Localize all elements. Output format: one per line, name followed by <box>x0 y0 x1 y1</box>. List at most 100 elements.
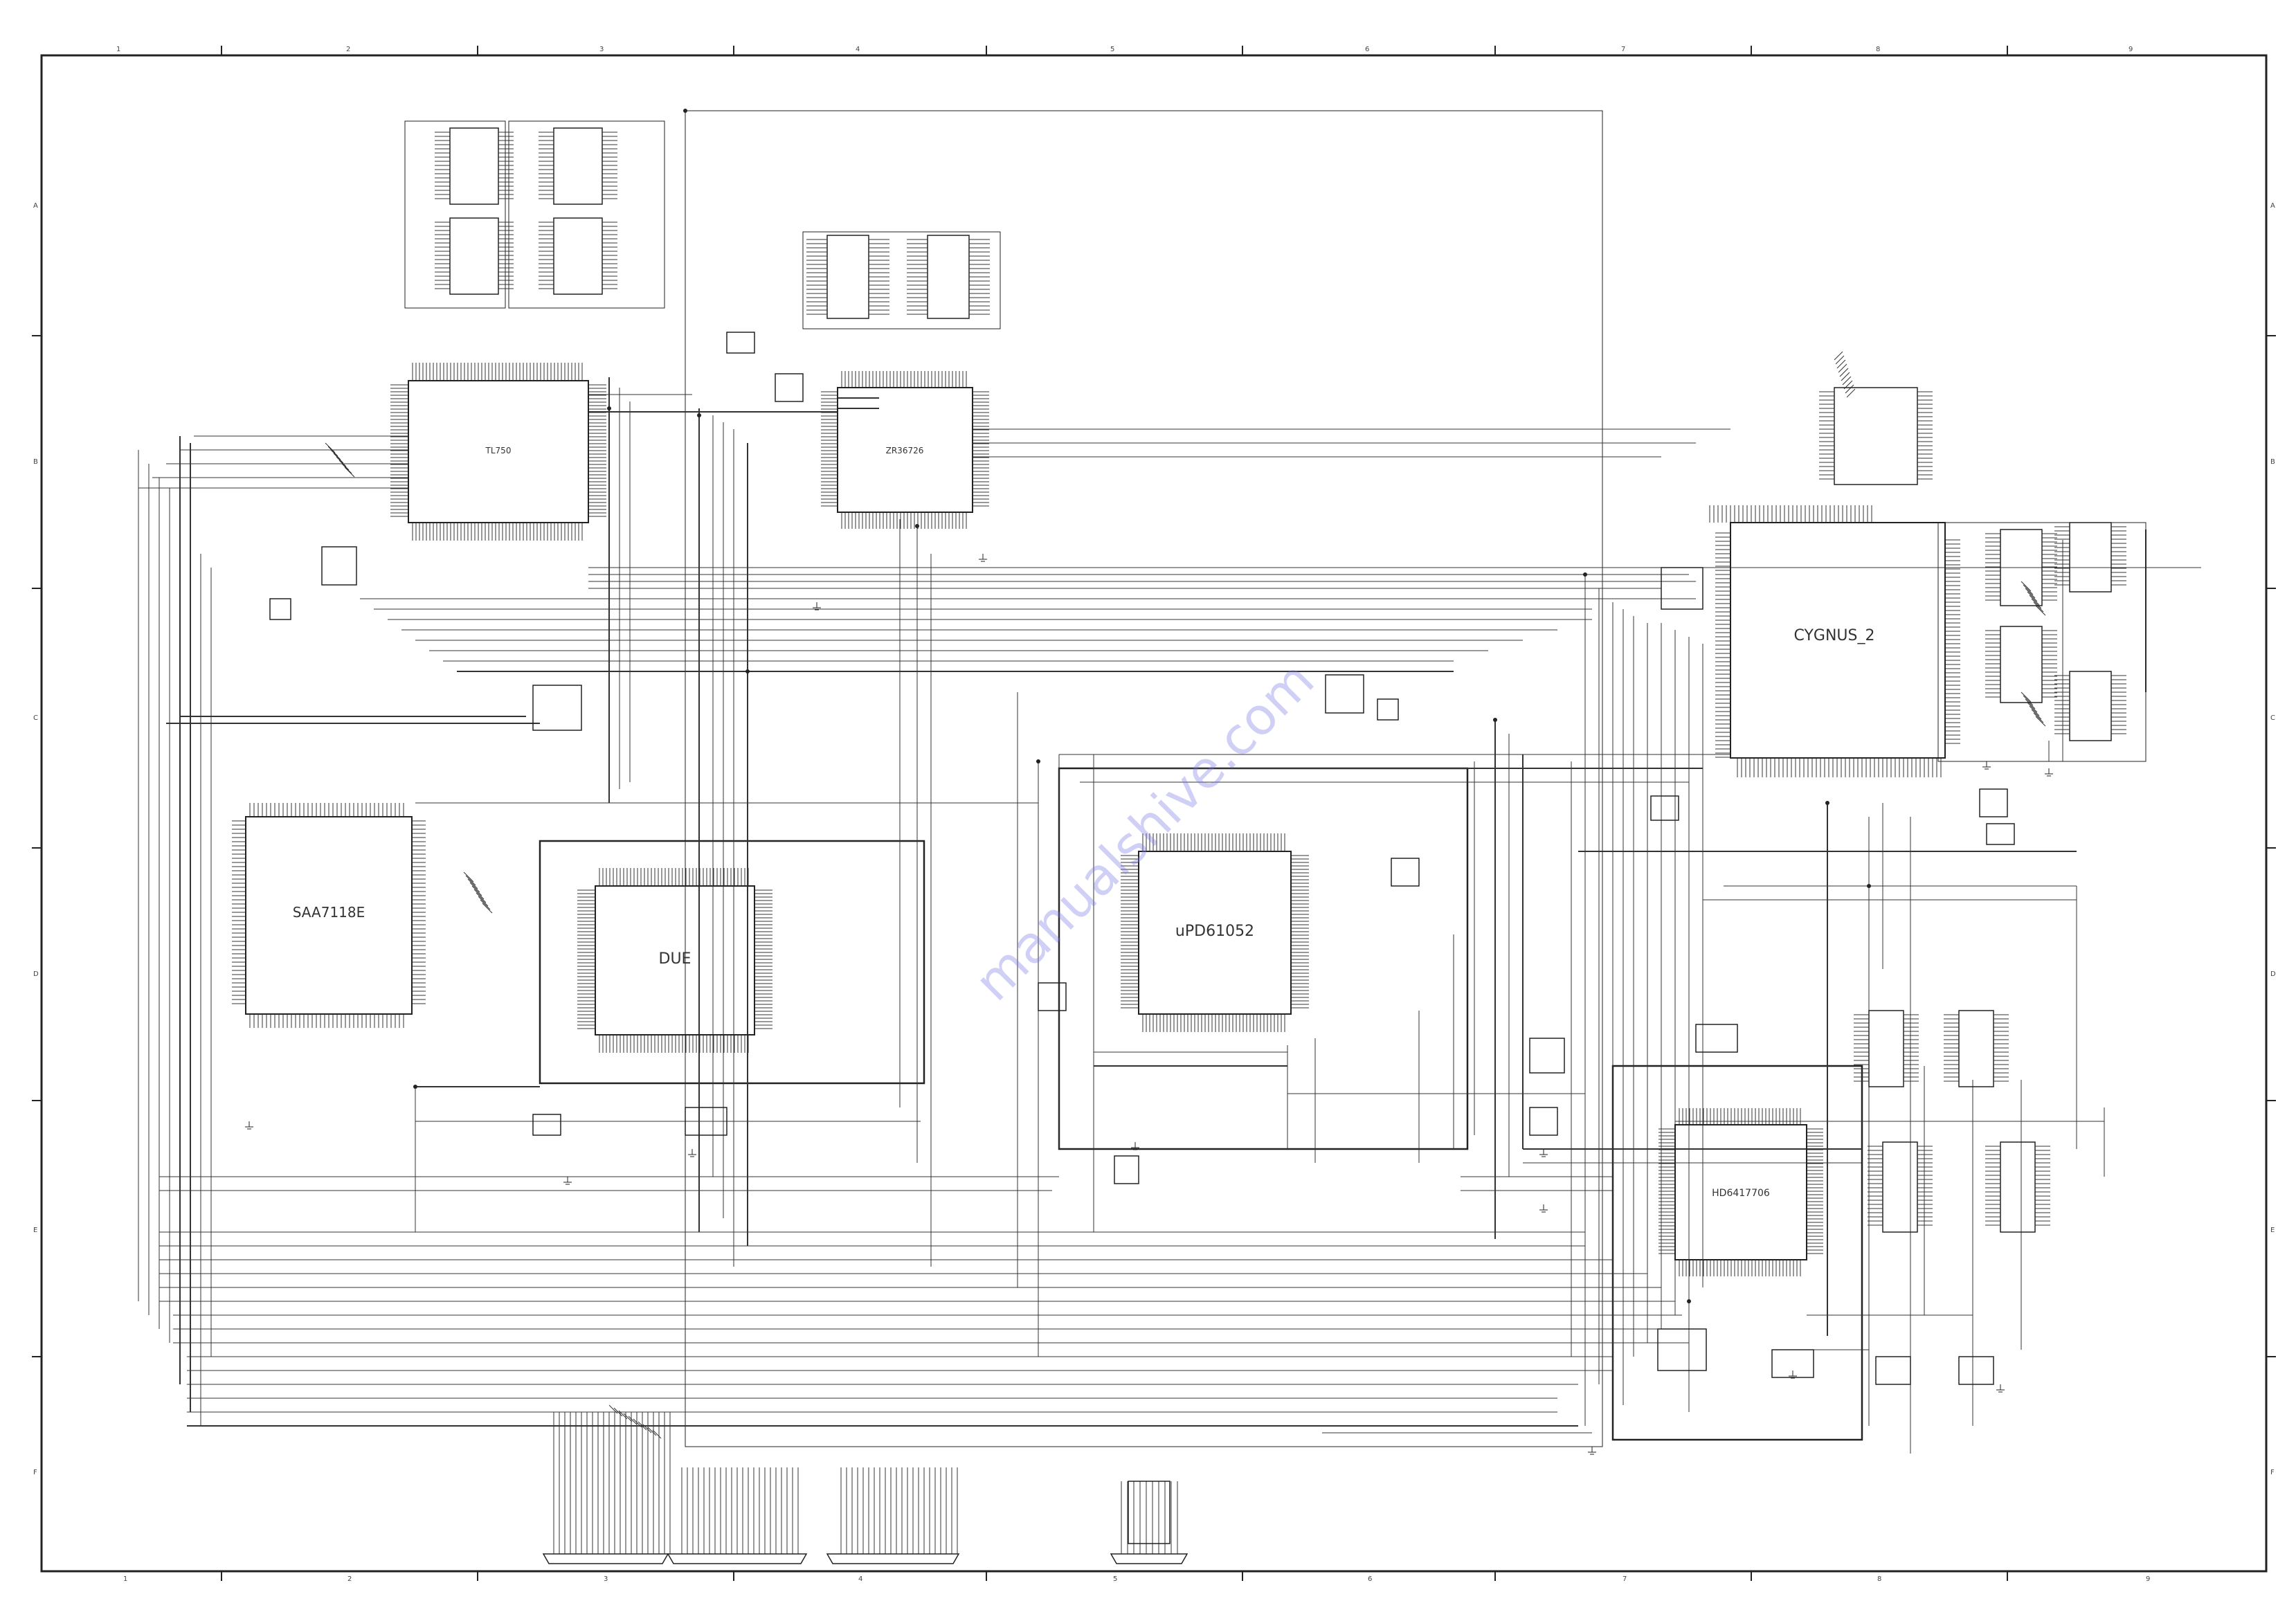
small-ic <box>1128 1481 1170 1544</box>
wire <box>469 882 480 893</box>
junction-dot <box>683 109 687 113</box>
wire <box>2033 602 2044 613</box>
pin-group <box>841 512 967 529</box>
pin-group <box>1985 1146 2000 1226</box>
pin-group <box>1917 391 1933 480</box>
wire <box>628 1416 638 1425</box>
wire <box>2029 595 2040 606</box>
zone-letter: B <box>33 458 38 466</box>
wire <box>2023 584 2034 595</box>
connector <box>1110 1553 1188 1564</box>
wire <box>1838 363 1847 373</box>
wire <box>2027 702 2038 713</box>
zone-letter: A <box>33 202 38 210</box>
board-frame <box>685 110 1603 1447</box>
memory-ic <box>1958 1010 1994 1087</box>
wire <box>2035 716 2046 727</box>
wire <box>1839 368 1849 377</box>
small-ic <box>775 373 804 402</box>
pin-group <box>539 132 554 199</box>
zone-number: 2 <box>347 1575 352 1583</box>
memory-ic <box>553 127 603 205</box>
memory-ic <box>2069 522 2112 593</box>
small-ic <box>1650 795 1679 821</box>
pin-group <box>249 803 404 817</box>
ground-symbol <box>245 1121 253 1130</box>
wire <box>623 1413 633 1422</box>
pin-group <box>249 1014 404 1028</box>
memory-ic <box>1834 387 1918 485</box>
ground-symbol <box>1131 1142 1139 1150</box>
zone-numbers-bottom: 1 2 3 4 5 6 7 8 9 <box>123 1575 2150 1583</box>
wire <box>2021 581 2032 592</box>
memory-ic <box>2000 626 2043 703</box>
small-ic <box>1979 788 2008 817</box>
small-ic <box>1661 567 1703 610</box>
zone-number: 9 <box>2128 46 2133 53</box>
wire <box>2021 691 2032 703</box>
zone-letter: F <box>33 1469 37 1476</box>
chip-label-cygnus2: CYGNUS_2 <box>1794 627 1875 644</box>
chip-hd64177: HD6417706 <box>1674 1124 1807 1260</box>
pin-group <box>1679 1108 1801 1125</box>
connector <box>826 1553 960 1564</box>
zone-number: 8 <box>1877 1575 1881 1583</box>
small-ic <box>726 332 755 354</box>
pin-group <box>969 239 990 315</box>
pin-group <box>907 239 928 315</box>
wire <box>330 449 341 460</box>
pin-group <box>577 889 595 1029</box>
small-ic <box>1695 1024 1738 1053</box>
pin-group <box>2111 675 2126 734</box>
pin-group <box>2054 526 2070 586</box>
small-ic <box>1391 858 1420 887</box>
small-ic <box>1986 823 2015 845</box>
pin-group <box>1737 758 1942 777</box>
wire <box>2023 695 2034 706</box>
wire <box>1836 359 1846 369</box>
pin-layer <box>232 132 2126 1276</box>
wire <box>327 446 338 457</box>
pin-group <box>412 363 583 381</box>
zone-number: 3 <box>599 46 604 53</box>
wire <box>341 463 352 474</box>
memory-block-frame <box>802 231 1001 329</box>
zone-letter: C <box>2270 714 2275 722</box>
junction-dot <box>915 524 919 528</box>
wire <box>338 460 350 471</box>
zone-number: 7 <box>1622 1575 1627 1583</box>
wire <box>2027 591 2038 602</box>
zone-number: 3 <box>604 1575 608 1583</box>
pin-group <box>1819 391 1834 480</box>
zone-number: 4 <box>856 46 860 53</box>
junction-dot <box>1493 718 1497 722</box>
junction-dot <box>1687 1299 1691 1303</box>
wire <box>471 885 482 896</box>
wire <box>463 871 474 883</box>
pin-group <box>841 371 967 388</box>
wire <box>608 1404 618 1414</box>
zone-number: 4 <box>858 1575 862 1583</box>
pin-group <box>412 820 426 1004</box>
memory-ic <box>826 235 869 319</box>
wire <box>1841 372 1850 381</box>
junction-dot <box>1036 759 1040 763</box>
small-ic <box>1958 1356 1994 1385</box>
memory-ic <box>927 235 970 319</box>
zone-letter: D <box>2270 970 2276 978</box>
pin-group <box>821 391 838 507</box>
pin-group <box>498 132 514 199</box>
wire <box>1845 384 1854 394</box>
zone-letters: A B C D E F A B C D E F <box>33 202 2276 1476</box>
wire <box>2031 598 2042 609</box>
chip-label-due: DUE <box>659 950 691 968</box>
chip-label-saa7118e: SAA7118E <box>293 904 365 921</box>
memory-ic <box>553 217 603 295</box>
pin-group <box>1679 1260 1801 1276</box>
wire <box>467 878 478 889</box>
pin-group <box>1142 833 1285 851</box>
pin-group <box>1807 1128 1823 1254</box>
pin-group <box>1854 1014 1869 1082</box>
wire <box>1846 388 1856 398</box>
pin-group <box>1142 1014 1285 1032</box>
